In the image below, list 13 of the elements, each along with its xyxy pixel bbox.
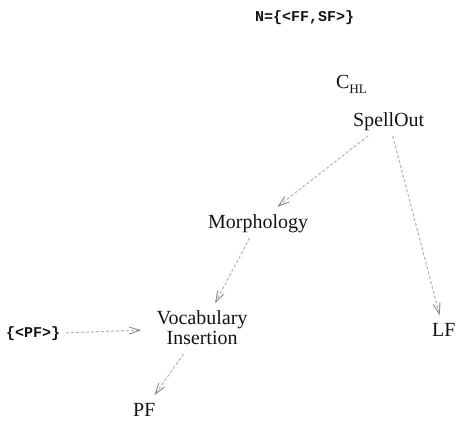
component-label: Morphology xyxy=(208,212,308,232)
arrow xyxy=(392,136,440,314)
arrow xyxy=(154,354,184,394)
numeration-label: N={<FF,SF>} xyxy=(255,8,354,28)
input-label: {<PF>} xyxy=(6,324,60,344)
arrow xyxy=(278,136,369,206)
interface-label: LF xyxy=(432,320,456,340)
arrow xyxy=(66,326,140,335)
component-label: C$_{HL}$ xyxy=(336,72,367,99)
operation-label: SpellOut xyxy=(353,110,424,130)
arrow xyxy=(215,238,250,302)
interface-label: PF xyxy=(133,400,156,420)
operation-label: Vocabulary Insertion xyxy=(146,308,258,348)
